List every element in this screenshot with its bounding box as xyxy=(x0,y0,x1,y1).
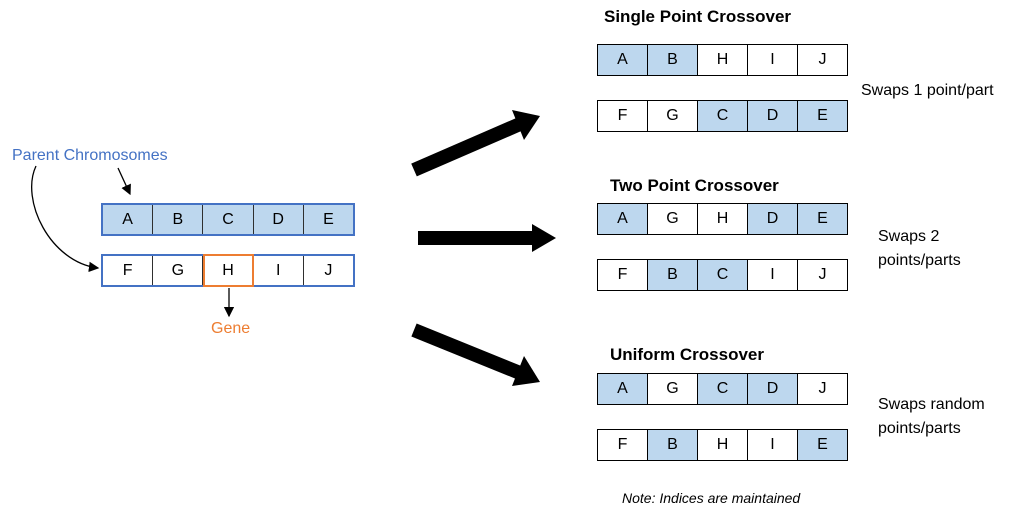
child-cell: D xyxy=(748,101,798,131)
parent-cell: E xyxy=(303,205,354,234)
gene-highlight-box xyxy=(203,254,254,287)
child-cell: J xyxy=(818,51,827,68)
child-cell: B xyxy=(648,260,698,290)
child-cell: A xyxy=(598,45,648,75)
parent-cell: I xyxy=(254,256,304,285)
child-cell: G xyxy=(648,204,698,234)
child-cell: C xyxy=(698,260,748,290)
big-arrow-up xyxy=(411,110,540,177)
section-title-uniform: Uniform Crossover xyxy=(610,345,764,364)
child-cell: E xyxy=(798,204,847,234)
parent-cell: D xyxy=(253,205,304,234)
gene-label: Gene xyxy=(211,320,251,337)
child-cell: C xyxy=(698,101,748,131)
child-cell: A xyxy=(598,204,648,234)
child-cell: B xyxy=(648,45,698,75)
child-cell: F xyxy=(598,430,648,460)
child-row-single-2: F G C D E xyxy=(597,100,848,132)
parent-cell: G xyxy=(153,256,204,285)
footer-note: Note: Indices are maintained xyxy=(622,490,801,506)
child-row-uniform-2: F B H I E xyxy=(597,429,848,461)
child-cell: H xyxy=(698,204,748,234)
child-row-two-2: F B C I J xyxy=(597,259,848,291)
section-description-uniform: Swaps random points/parts xyxy=(878,396,985,437)
parent-cell: B xyxy=(153,205,204,234)
child-cell: D xyxy=(748,374,798,404)
child-cell: E xyxy=(798,430,847,460)
child-cell: I xyxy=(748,430,798,460)
child-cell: H xyxy=(698,430,748,460)
label-to-row1-arrow xyxy=(117,167,131,196)
child-cell: J xyxy=(818,380,827,397)
child-cell: F xyxy=(598,260,648,290)
child-cell: A xyxy=(598,374,648,404)
child-cell: I xyxy=(748,260,798,290)
child-cell: J xyxy=(818,266,827,283)
parent-cell: F xyxy=(103,256,154,285)
section-title-two-point: Two Point Crossover xyxy=(610,176,779,195)
section-title-single-point: Single Point Crossover xyxy=(604,7,792,26)
parent-cell: J xyxy=(324,261,333,279)
child-row-single-1: A B H I J xyxy=(597,44,848,76)
child-cell: G xyxy=(648,101,698,131)
big-arrow-right xyxy=(418,224,556,252)
parent-cell: A xyxy=(103,205,154,234)
section-description-two-point: Swaps 2 points/parts xyxy=(878,228,961,269)
child-cell: F xyxy=(598,101,648,131)
child-cell: G xyxy=(648,374,698,404)
label-to-row2-arrow xyxy=(31,165,100,273)
parent-row-1: A B C D E xyxy=(101,203,355,236)
parent-chromosomes-label: Parent Chromosomes xyxy=(12,147,168,164)
child-cell: I xyxy=(748,45,798,75)
parent-cell: C xyxy=(203,205,254,234)
child-row-uniform-1: A G C D J xyxy=(597,373,848,405)
big-arrow-down xyxy=(411,323,540,386)
child-cell: C xyxy=(698,374,748,404)
child-row-two-1: A G H D E xyxy=(597,203,848,235)
child-cell: B xyxy=(648,430,698,460)
child-cell: E xyxy=(798,101,847,131)
child-cell: D xyxy=(748,204,798,234)
child-cell: H xyxy=(698,45,748,75)
section-description-single-point: Swaps 1 point/part xyxy=(861,82,994,99)
